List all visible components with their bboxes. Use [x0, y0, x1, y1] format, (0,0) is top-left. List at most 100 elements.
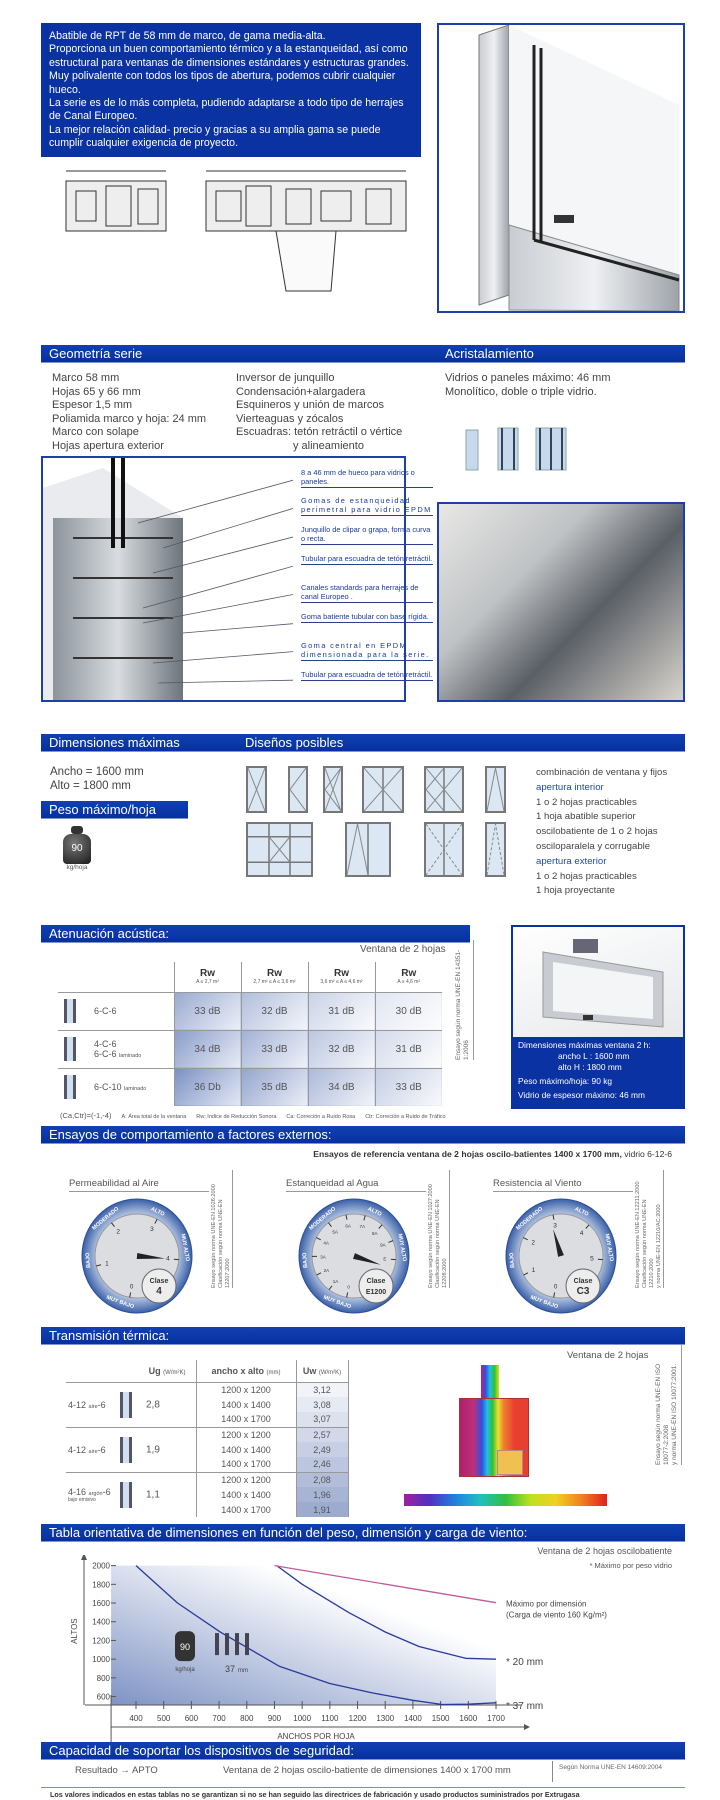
- uw-value: 3,08: [295, 1397, 349, 1412]
- acustica-subtitle: Ventana de 2 hojas: [360, 944, 446, 955]
- rw-value: 33 dB: [173, 991, 241, 1030]
- weight-unit: kg/hoja: [175, 1667, 195, 1673]
- x-tick-label: 1500: [432, 1714, 450, 1723]
- open-line: [487, 824, 504, 875]
- glass-icon: [64, 999, 76, 1023]
- glass-icon: [64, 1075, 76, 1100]
- uw-value: 2,57: [295, 1426, 349, 1442]
- rw-value: 35 dB: [240, 1067, 308, 1106]
- tick: [363, 1215, 366, 1221]
- open-line: [364, 768, 402, 811]
- tick: [585, 1224, 590, 1229]
- area-range: 2,7 m² ≤ A ≤ 3,6 m²: [253, 979, 296, 986]
- info-alto: alto H : 1800 mm: [558, 1062, 622, 1072]
- x-tick-label: 1300: [376, 1714, 394, 1723]
- rw-label: Rw: [334, 968, 349, 980]
- x-tick-label: 1000: [293, 1714, 311, 1723]
- tick-label: 1: [532, 1267, 536, 1274]
- ring-label: BAJO: [509, 1252, 516, 1268]
- tick-label: 3A: [320, 1254, 326, 1259]
- y-tick-label: 1000: [92, 1655, 110, 1664]
- series-line: [274, 1564, 497, 1604]
- norma-line: Ensayo según norma UNE-EN 12211:2000: [635, 1181, 641, 1288]
- glass-types-icon: [464, 424, 576, 476]
- termica-norma: Ensayo según norma UNE-EN ISO 10077-2:20…: [655, 1345, 682, 1465]
- config-line: 4-C-6: [94, 1039, 117, 1049]
- window-design-icon: [345, 822, 391, 877]
- intro-line: Abatible de RPT de 58 mm de marco, de ga…: [49, 30, 326, 42]
- glass-label: 6-C-10 laminado: [58, 1067, 174, 1106]
- chart-area: [111, 1565, 497, 1705]
- acristalamiento-title: Acristalamiento: [445, 346, 534, 361]
- x-tick-label: 1100: [321, 1714, 339, 1723]
- uw-value: 2,08: [295, 1471, 349, 1487]
- unit: (mm): [266, 1369, 281, 1376]
- intro-line: Proporciona un buen comportamiento térmi…: [49, 43, 409, 69]
- area-range: 3,6 m² ≤ A ≤ 4,6 m²: [320, 979, 363, 986]
- design-text-line: combinación de ventana y fijos: [536, 767, 668, 778]
- rw-value: 33 dB: [240, 1029, 308, 1068]
- x-tick-label: 900: [268, 1714, 282, 1723]
- window-design-icon: [323, 766, 343, 813]
- design-text-line: 1 o 2 hojas practicables: [536, 870, 637, 882]
- y-tick-label: 1600: [92, 1599, 110, 1608]
- tick: [154, 1218, 158, 1224]
- acoustic-legend: (Ca,Ctr)=(-1,-4)A: Área total de la vent…: [60, 1111, 456, 1120]
- section-header-capacidad: Capacidad de soportar los dispositivos d…: [41, 1742, 685, 1760]
- tick-label: 4A: [323, 1240, 329, 1245]
- resultado-value: APTO: [132, 1765, 158, 1776]
- spec-line: Escuadras: tetón retráctil o vértice: [236, 426, 403, 438]
- area-range: A ≤ 2,7 m²: [196, 979, 219, 986]
- section-header-dimensiones: Dimensiones máximas Diseños posibles: [41, 734, 685, 752]
- geometria-col2: Inversor de junquillo Condensación+alarg…: [236, 372, 402, 453]
- open-line: [426, 768, 445, 811]
- config-line: 6-C-10 laminado: [94, 1082, 147, 1093]
- spec-line: Monolítico, doble o triple vidrio.: [445, 385, 597, 398]
- tick-label: 5: [590, 1256, 594, 1263]
- glass-config: 6-C-6: [94, 1006, 117, 1016]
- spec-line: Vidrios o paneles máximo: 46 mm: [445, 372, 611, 384]
- x-tick-label: 500: [157, 1714, 171, 1723]
- norma-line: Ensayo según norma UNE-EN 1027:2000: [428, 1184, 434, 1288]
- weight-value: 90: [180, 1642, 190, 1652]
- thermal-table: Ug (W/m²K)ancho x alto (mm)Uw (W/m²K)4-1…: [66, 1360, 349, 1517]
- dim-value: 1200 x 1200: [195, 1471, 296, 1487]
- intro-line: La mejor relación calidad- precio y grac…: [49, 123, 381, 150]
- capacidad-desc: Ventana de 2 hojas oscilo-batiente de di…: [223, 1765, 511, 1776]
- uw-value: 2,46: [295, 1457, 349, 1472]
- tick: [523, 1237, 528, 1241]
- open-line: [426, 768, 462, 811]
- weight-icon: 90 kg/hoja: [60, 826, 94, 871]
- callout: Tubular para escuadra de tetón retráctil…: [301, 670, 433, 681]
- temperature-colorbar: [404, 1494, 607, 1506]
- glass-label: 37: [225, 1664, 235, 1674]
- tick: [328, 1222, 332, 1227]
- geometria-title: Geometría serie: [49, 346, 143, 361]
- x-tick-label: 1200: [349, 1714, 367, 1723]
- legend-item: Rw: Indice de Reducción Sonora: [196, 1114, 277, 1120]
- open-line: [290, 768, 306, 811]
- norma-line: Clasificación según norma UNE-EN 12210:2…: [642, 1199, 655, 1288]
- clase-value: 4: [156, 1286, 162, 1297]
- footer-disclaimer: Los valores indicados en estas tablas no…: [50, 1790, 580, 1799]
- uw-value: 1,96: [295, 1487, 349, 1502]
- info-box: Dimensiones máximas ventana 2 h: ancho L…: [511, 925, 685, 1109]
- open-line: [268, 836, 291, 863]
- ug-value: 1,9: [146, 1444, 160, 1455]
- spec-line: Poliamida marco y hoja: 24 mm: [52, 412, 207, 425]
- tick-label: 2A: [324, 1268, 330, 1273]
- rw-label: Rw: [200, 968, 215, 980]
- section-header-geometria: Geometría serie Acristalamiento: [41, 345, 685, 363]
- tabla-title: Tabla orientativa de dimensiones en func…: [49, 1525, 528, 1540]
- interior-photo: [437, 502, 685, 702]
- x-tick-label: 1600: [459, 1714, 477, 1723]
